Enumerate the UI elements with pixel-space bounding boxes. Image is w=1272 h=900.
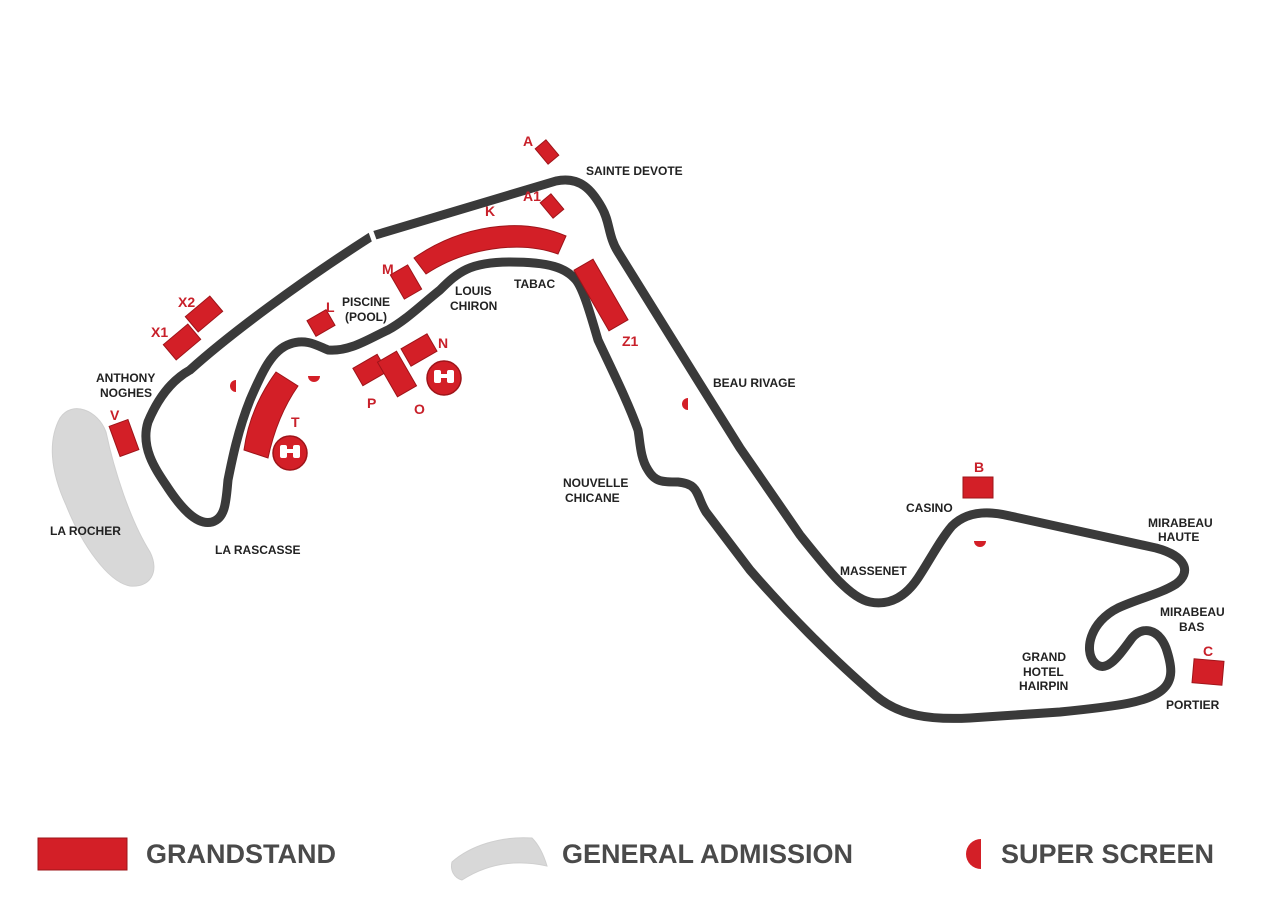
grandstand-v[interactable] (108, 418, 140, 458)
binoculars-marker-1[interactable] (426, 360, 462, 396)
super-screen-icon (308, 376, 320, 382)
corner-tabac: TABAC (514, 277, 555, 291)
corner-piscine: PISCINE (342, 295, 390, 309)
super-screens (230, 376, 986, 547)
corner-portier: PORTIER (1166, 698, 1220, 712)
corner-anthony-noghes: NOGHES (100, 386, 152, 400)
grandstand-m[interactable] (389, 264, 423, 300)
label-c: C (1203, 643, 1213, 659)
corner-mirabeau-bas: BAS (1179, 620, 1204, 634)
corner-grand-hotel: GRAND (1022, 650, 1066, 664)
label-z1: Z1 (622, 333, 639, 349)
super-screen-icon (682, 398, 688, 410)
corner-anthony-noghes: ANTHONY (96, 371, 155, 385)
corner-casino: CASINO (906, 501, 953, 515)
corner-piscine: (POOL) (345, 310, 387, 324)
label-a: A (523, 133, 533, 149)
grandstand-a[interactable] (534, 139, 560, 165)
grandstand-x1[interactable] (162, 323, 202, 361)
corner-louis-chiron: CHIRON (450, 299, 497, 313)
legend-general-admission-swatch (451, 837, 548, 881)
legend-general-admission-label: GENERAL ADMISSION (562, 839, 853, 869)
corner-labels: SAINTE DEVOTE TABAC LOUIS CHIRON PISCINE… (50, 164, 1225, 712)
corner-grand-hotel: HOTEL (1023, 665, 1064, 679)
label-x2: X2 (178, 294, 195, 310)
circuit-track (141, 175, 1190, 723)
label-t: T (291, 414, 300, 430)
corner-beau-rivage: BEAU RIVAGE (713, 376, 795, 390)
corner-nouvelle-chicane: CHICANE (565, 491, 620, 505)
super-screen-icon (966, 839, 981, 869)
grandstand-k[interactable] (413, 225, 567, 275)
corner-massenet: MASSENET (840, 564, 907, 578)
grandstand-c[interactable] (1191, 658, 1225, 686)
label-n: N (438, 335, 448, 351)
label-p: P (367, 395, 376, 411)
corner-grand-hotel: HAIRPIN (1019, 679, 1068, 693)
grandstand-b[interactable] (962, 476, 994, 499)
binoculars-marker-2[interactable] (272, 435, 308, 471)
grandstand-a1[interactable] (539, 193, 565, 219)
label-v: V (110, 407, 120, 423)
corner-sainte-devote: SAINTE DEVOTE (586, 164, 683, 178)
grandstand-x2[interactable] (184, 295, 224, 333)
corner-louis-chiron: LOUIS (455, 284, 492, 298)
corner-mirabeau-bas: MIRABEAU (1160, 605, 1225, 619)
corner-mirabeau-haute: HAUTE (1158, 530, 1199, 544)
label-a1: A1 (523, 188, 541, 204)
label-x1: X1 (151, 324, 168, 340)
corner-la-rocher: LA ROCHER (50, 524, 121, 538)
legend-grandstand-swatch (37, 837, 128, 871)
corner-nouvelle-chicane: NOUVELLE (563, 476, 628, 490)
grandstand-t[interactable] (243, 371, 299, 459)
super-screen-icon (230, 380, 236, 392)
start-finish-line (368, 229, 377, 243)
grandstand-o[interactable] (376, 350, 418, 398)
corner-mirabeau-haute: MIRABEAU (1148, 516, 1213, 530)
legend-super-screen-label: SUPER SCREEN (1001, 839, 1214, 869)
label-l: L (326, 299, 335, 315)
grandstand-z1[interactable] (573, 258, 629, 332)
grandstand-n[interactable] (400, 333, 438, 367)
legend: GRANDSTAND GENERAL ADMISSION SUPER SCREE… (37, 837, 1214, 881)
legend-grandstand-label: GRANDSTAND (146, 839, 336, 869)
corner-la-rascasse: LA RASCASSE (215, 543, 301, 557)
label-o: O (414, 401, 425, 417)
label-k: K (485, 203, 495, 219)
label-m: M (382, 261, 394, 277)
super-screen-icon (974, 541, 986, 547)
grandstand-l[interactable] (306, 309, 336, 337)
grandstand-labels: A A1 K M L X2 X1 V T N O P Z1 B C (110, 133, 1213, 659)
grandstands (108, 139, 1225, 686)
label-b: B (974, 459, 984, 475)
general-admission-area[interactable] (51, 408, 155, 587)
